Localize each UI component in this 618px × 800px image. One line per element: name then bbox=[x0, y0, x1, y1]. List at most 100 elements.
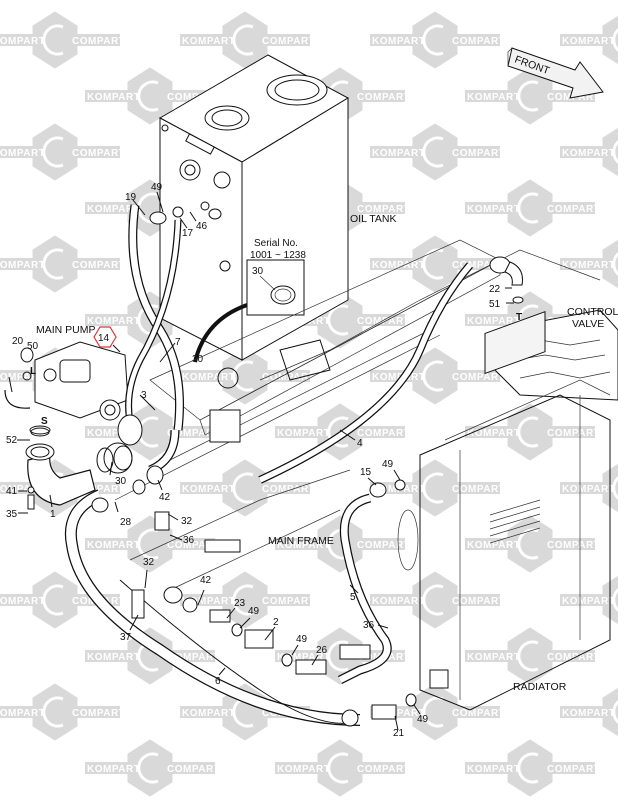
front-arrow: FRONT bbox=[507, 47, 604, 99]
watermark-text-right: COMPART bbox=[357, 92, 410, 103]
callout[interactable]: 49 bbox=[417, 714, 429, 725]
port-T: T bbox=[516, 312, 522, 323]
callout[interactable]: 49 bbox=[248, 606, 260, 617]
highlighted-part-14[interactable]: 14 bbox=[93, 326, 117, 348]
watermark-text-left: KOMPART bbox=[0, 372, 45, 383]
callout[interactable]: 1 bbox=[50, 509, 56, 520]
callout[interactable]: 50 bbox=[27, 341, 39, 352]
port-S: S bbox=[41, 416, 48, 427]
callout[interactable]: 6 bbox=[215, 676, 221, 687]
callout[interactable]: 20 bbox=[12, 336, 24, 347]
watermark-text-left: KOMPART bbox=[182, 372, 235, 383]
port-L: L bbox=[30, 366, 36, 377]
suction-elbow bbox=[25, 425, 96, 510]
callout[interactable]: 36 bbox=[183, 535, 195, 546]
watermark-logo: KOMPART COMPART bbox=[370, 11, 505, 69]
watermark-text-right: COMPART bbox=[452, 596, 505, 607]
watermark-text-left: KOMPART bbox=[87, 540, 140, 551]
callout[interactable]: 49 bbox=[382, 459, 394, 470]
callout[interactable]: 21 bbox=[393, 728, 405, 739]
watermark-text-left: KOMPART bbox=[372, 708, 425, 719]
callout[interactable]: 3 bbox=[141, 390, 147, 401]
watermark-text-right: COMPART bbox=[452, 484, 505, 495]
watermark-text-right: COMPART bbox=[357, 764, 410, 775]
watermark-text-right: COMPART bbox=[72, 484, 125, 495]
callout[interactable]: 15 bbox=[360, 467, 372, 478]
watermark-text-left: KOMPART bbox=[562, 484, 615, 495]
callout[interactable]: 17 bbox=[182, 228, 194, 239]
watermark-text-left: KOMPART bbox=[277, 428, 330, 439]
main-pump bbox=[4, 341, 129, 421]
callout[interactable]: 2 bbox=[273, 617, 279, 628]
watermark-text-right: COMPART bbox=[72, 260, 125, 271]
watermark-text-right: COMPART bbox=[547, 652, 600, 663]
watermark-text-left: KOMPART bbox=[372, 372, 425, 383]
watermark-text-right: COMPART bbox=[547, 428, 600, 439]
hose-7 bbox=[125, 204, 184, 442]
watermark-text-left: KOMPART bbox=[277, 652, 330, 663]
callouts: 19 49 17 46 30 7 20 50 3 52 30 42 41 35 … bbox=[6, 182, 501, 739]
callout[interactable]: 5 bbox=[350, 592, 356, 603]
callout[interactable]: 46 bbox=[196, 221, 208, 232]
watermark-text-left: KOMPART bbox=[87, 652, 140, 663]
callout[interactable]: 42 bbox=[159, 492, 171, 503]
callout[interactable]: 41 bbox=[6, 486, 18, 497]
watermark-text-left: KOMPART bbox=[372, 36, 425, 47]
callout[interactable]: 37 bbox=[120, 632, 132, 643]
watermark-logo: KOMPART COMPART bbox=[85, 739, 220, 797]
watermark-text-left: KOMPART bbox=[467, 92, 520, 103]
watermark-logo: KOMPART COMPART bbox=[0, 235, 125, 293]
fittings bbox=[20, 201, 524, 727]
control-valve-label-1: CONTROL bbox=[567, 306, 618, 318]
callout[interactable]: 30 bbox=[192, 354, 204, 365]
watermark-text-right: COMPART bbox=[167, 764, 220, 775]
watermark-text-left: KOMPART bbox=[372, 260, 425, 271]
radiator bbox=[397, 310, 611, 711]
watermark-text-left: KOMPART bbox=[562, 148, 615, 159]
callout[interactable]: 32 bbox=[181, 516, 193, 527]
callout[interactable]: 51 bbox=[489, 299, 501, 310]
watermark-text-left: KOMPART bbox=[562, 36, 615, 47]
callout[interactable]: 28 bbox=[120, 517, 132, 528]
callout[interactable]: 32 bbox=[143, 557, 155, 568]
serial-part-label: 30 bbox=[252, 266, 264, 277]
watermark-text-left: KOMPART bbox=[372, 148, 425, 159]
callout[interactable]: 4 bbox=[357, 438, 363, 449]
watermark-text-left: KOMPART bbox=[467, 764, 520, 775]
callout[interactable]: 22 bbox=[489, 284, 501, 295]
watermark-text-left: KOMPART bbox=[0, 260, 45, 271]
callout[interactable]: 52 bbox=[6, 435, 18, 446]
callout[interactable]: 19 bbox=[125, 192, 137, 203]
watermark-text-left: KOMPART bbox=[87, 764, 140, 775]
watermark-text-left: KOMPART bbox=[562, 596, 615, 607]
callout[interactable]: 36 bbox=[363, 620, 375, 631]
oil-tank bbox=[158, 54, 350, 361]
callout[interactable]: 7 bbox=[175, 337, 181, 348]
callout[interactable]: 26 bbox=[316, 645, 328, 656]
watermark-text-right: COMPART bbox=[167, 92, 220, 103]
callout[interactable]: 49 bbox=[151, 182, 163, 193]
oil-tank-label: OIL TANK bbox=[350, 213, 397, 225]
watermark-text-right: COMPART bbox=[452, 36, 505, 47]
callout[interactable]: 35 bbox=[6, 509, 18, 520]
callout[interactable]: 49 bbox=[296, 634, 308, 645]
callout[interactable]: 42 bbox=[200, 575, 212, 586]
watermark-text-left: KOMPART bbox=[0, 148, 45, 159]
callout[interactable]: 23 bbox=[234, 598, 246, 609]
callout[interactable]: 30 bbox=[115, 476, 127, 487]
